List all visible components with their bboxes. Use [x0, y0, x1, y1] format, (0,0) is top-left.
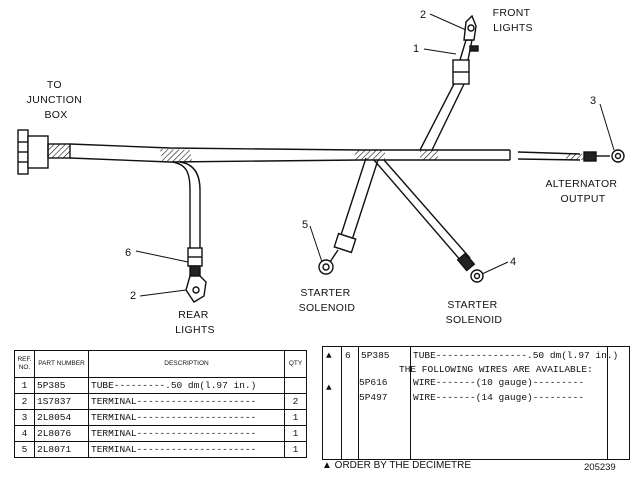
part-number-cell: 5P385 — [34, 377, 89, 394]
wiring-harness-diagram: TO JUNCTION BOX FRONT LIGHTS ALTERNATOR … — [17, 7, 625, 336]
parts-table-continued: ▲ 6 5P385 TUBE----------------.50 dm(l.9… — [322, 346, 630, 460]
alternator-output-label: ALTERNATOR OUTPUT — [545, 178, 620, 205]
table-row: 1 5P385 TUBE---------.50 dm(l.97 in.) — [14, 377, 307, 394]
part-number-cell: 2L8076 — [34, 425, 89, 442]
front-lights-label: FRONT LIGHTS — [493, 7, 534, 34]
callout-front-tube: 1 — [413, 43, 419, 55]
qty-cell — [284, 377, 307, 394]
description-cell: TERMINAL--------------------- — [88, 441, 285, 458]
ref-cell: 6 — [345, 350, 351, 361]
figure-reference-code: 205239 — [584, 462, 616, 473]
callout-starter-right: 4 — [510, 256, 516, 268]
decimetre-marker: ▲ — [326, 382, 332, 393]
part-number-cell: 1S7837 — [34, 393, 89, 410]
description-cell: TERMINAL--------------------- — [88, 409, 285, 426]
ref-cell: 2 — [14, 393, 35, 410]
decimetre-marker: ▲ — [326, 350, 332, 361]
part-number-cell: 2L8071 — [34, 441, 89, 458]
description-cell: TUBE---------.50 dm(l.97 in.) — [88, 377, 285, 394]
header-part-number: PART NUMBER — [34, 350, 89, 378]
qty-column — [607, 347, 629, 459]
starter-branch-right — [373, 159, 484, 283]
callout-alternator-terminal: 3 — [590, 95, 596, 107]
description-cell: TERMINAL--------------------- — [88, 393, 285, 410]
rear-lights-branch — [171, 161, 207, 303]
junction-box-connector — [17, 129, 71, 175]
qty-cell: 2 — [284, 393, 307, 410]
rear-lights-label: REAR LIGHTS — [175, 309, 215, 336]
part-number-cell: 5P497 — [359, 392, 388, 403]
to-junction-box-label: TO JUNCTION BOX — [27, 79, 86, 121]
part-number-column — [358, 347, 411, 459]
table-row: 2 1S7837 TERMINAL--------------------- 2 — [14, 393, 307, 410]
footnote: ▲ ORDER BY THE DECIMETRE — [322, 460, 471, 471]
table-row: 5 2L8071 TERMINAL--------------------- 1 — [14, 441, 307, 458]
ref-cell: 4 — [14, 425, 35, 442]
qty-cell: 1 — [284, 409, 307, 426]
starter-solenoid-label-left: STARTER SOLENOID — [299, 287, 356, 314]
callout-rear-terminal: 2 — [130, 290, 136, 302]
qty-cell: 1 — [284, 441, 307, 458]
description-cell: TUBE----------------.50 dm(l.97 in.) — [413, 350, 619, 361]
header-qty: QTY — [284, 350, 307, 378]
leader-lines — [135, 13, 615, 297]
callout-starter-left: 5 — [302, 219, 308, 231]
qty-cell: 1 — [284, 425, 307, 442]
description-cell: WIRE-------(10 gauge)--------- — [413, 377, 585, 388]
callout-rear-tube: 6 — [125, 247, 131, 259]
ref-column — [341, 347, 359, 459]
starter-branch-left — [318, 157, 379, 275]
ref-cell: 5 — [14, 441, 35, 458]
part-number-cell: 5P616 — [359, 377, 388, 388]
callout-front-terminal: 2 — [420, 9, 426, 21]
part-number-cell: 5P385 — [361, 350, 390, 361]
ref-cell: 3 — [14, 409, 35, 426]
harness-hatching — [160, 149, 586, 161]
ref-cell: 1 — [14, 377, 35, 394]
main-harness — [69, 143, 581, 163]
header-ref-no: REF. NO. — [14, 350, 35, 378]
alternator-terminal — [583, 149, 625, 163]
description-cell: TERMINAL--------------------- — [88, 425, 285, 442]
description-cell: WIRE-------(14 gauge)--------- — [413, 392, 585, 403]
table-row: 3 2L8054 TERMINAL--------------------- 1 — [14, 409, 307, 426]
part-number-cell: 2L8054 — [34, 409, 89, 426]
starter-solenoid-label-right: STARTER SOLENOID — [446, 299, 503, 326]
table-row: 4 2L8076 TERMINAL--------------------- 1 — [14, 425, 307, 442]
parts-table: REF. NO. PART NUMBER DESCRIPTION QTY 1 5… — [14, 350, 307, 458]
header-description: DESCRIPTION — [88, 350, 285, 378]
front-lights-branch — [419, 14, 479, 151]
wires-available-note: THE FOLLOWING WIRES ARE AVAILABLE: — [399, 364, 593, 375]
parts-table-header: REF. NO. PART NUMBER DESCRIPTION QTY — [14, 350, 307, 378]
